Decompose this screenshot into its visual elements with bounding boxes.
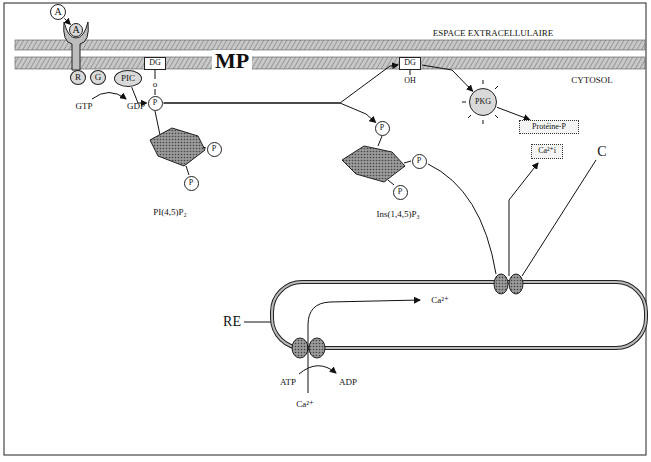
frame-border	[4, 3, 646, 455]
phosphate-circle: P	[148, 96, 163, 111]
node-text: P	[398, 188, 402, 196]
inositol-ring	[342, 146, 405, 182]
membrane-inner-leaflet	[15, 57, 645, 69]
phosphoprotein-box: Protéine-P	[519, 120, 579, 134]
bond-line	[404, 161, 411, 163]
region-label: CYTOSOL	[571, 76, 612, 85]
ion-channel	[509, 274, 523, 294]
protein-kinase-circle: PKG	[469, 88, 497, 116]
diacylglycerol-box: DG	[399, 57, 421, 70]
pathway-arrow	[64, 18, 70, 24]
bond-line	[378, 136, 382, 146]
molecule-label: ADP	[339, 378, 357, 387]
calcium-pump	[309, 338, 325, 358]
receptor-oval: R	[70, 70, 86, 85]
bond-line	[155, 70, 156, 79]
leader-line	[522, 160, 596, 276]
receptor-shape	[64, 22, 89, 70]
g-protein-oval: G	[90, 70, 106, 85]
hydroxyl-label: OH	[404, 77, 416, 85]
organelle-label: RE	[223, 315, 241, 329]
node-text: R	[75, 73, 81, 82]
molecule-label: GDP	[127, 102, 145, 111]
node-text: P	[212, 145, 216, 153]
pathway-arrow	[497, 107, 530, 119]
diacylglycerol-box: DG	[144, 57, 166, 70]
membrane-label: MP	[212, 50, 252, 72]
gtp-gdp-arrow	[92, 93, 126, 100]
leader-line	[244, 322, 271, 323]
calcium-pump	[292, 338, 308, 358]
pathway-arrow	[164, 103, 376, 122]
bond-line	[155, 89, 156, 95]
ion-channel	[494, 274, 508, 294]
pkg-activation-rays	[462, 80, 498, 124]
phosphate-circle: P	[412, 154, 427, 169]
bond-line	[186, 166, 189, 175]
node-text: P	[153, 99, 157, 107]
ligand-circle: A	[50, 4, 66, 20]
cytosolic-calcium-box: Ca²⁺i	[531, 144, 563, 159]
calcium-uptake-arrow	[308, 300, 420, 393]
node-text: P	[189, 179, 193, 187]
er-membrane	[272, 282, 646, 348]
node-text: G	[95, 73, 102, 82]
ip3-to-channel-line	[428, 164, 496, 274]
node-text: A	[54, 7, 61, 17]
calcium-release-arrow	[509, 163, 538, 276]
bond-line	[410, 70, 411, 75]
molecule-label: PI(4,5)P₂	[153, 208, 186, 217]
membrane-outer-leaflet	[15, 40, 645, 50]
phosphate-circle: P	[207, 142, 222, 157]
region-label: ESPACE EXTRACELLULAIRE	[433, 29, 553, 38]
callout-letter: C	[597, 145, 606, 159]
bond-line	[203, 147, 206, 148]
bond-line	[388, 180, 394, 185]
phosphate-circle: P	[184, 176, 199, 191]
inositol-ring	[150, 128, 205, 166]
ion-label: Ca²⁺	[296, 400, 313, 409]
atp-adp-arrow	[299, 366, 336, 374]
molecule-label: GTP	[75, 102, 92, 111]
node-text: PKG	[475, 98, 491, 106]
pathway-arrow	[422, 65, 473, 91]
node-text: DG	[149, 59, 161, 67]
er-membrane	[272, 282, 646, 348]
node-text: P	[380, 124, 384, 132]
molecule-label: ATP	[280, 378, 296, 387]
pathway-arrow	[164, 65, 399, 103]
ion-label: Ca²⁺	[431, 296, 448, 305]
node-text: DG	[404, 59, 416, 67]
receptor-binding-site: A	[69, 23, 83, 37]
node-text: PIC	[121, 74, 135, 83]
molecule-label: Ins(1,4,5)P₃	[376, 210, 419, 219]
bond-line	[155, 111, 160, 135]
node-text: Ca²⁺i	[538, 147, 556, 155]
node-text: Protéine-P	[532, 123, 566, 131]
phosphate-circle: P	[393, 185, 408, 200]
phosphate-circle: P	[375, 121, 390, 136]
phospholipase-oval: PIC	[114, 70, 142, 87]
node-text: A	[72, 25, 79, 35]
node-text: P	[417, 157, 421, 165]
bond-label: o	[153, 80, 158, 89]
